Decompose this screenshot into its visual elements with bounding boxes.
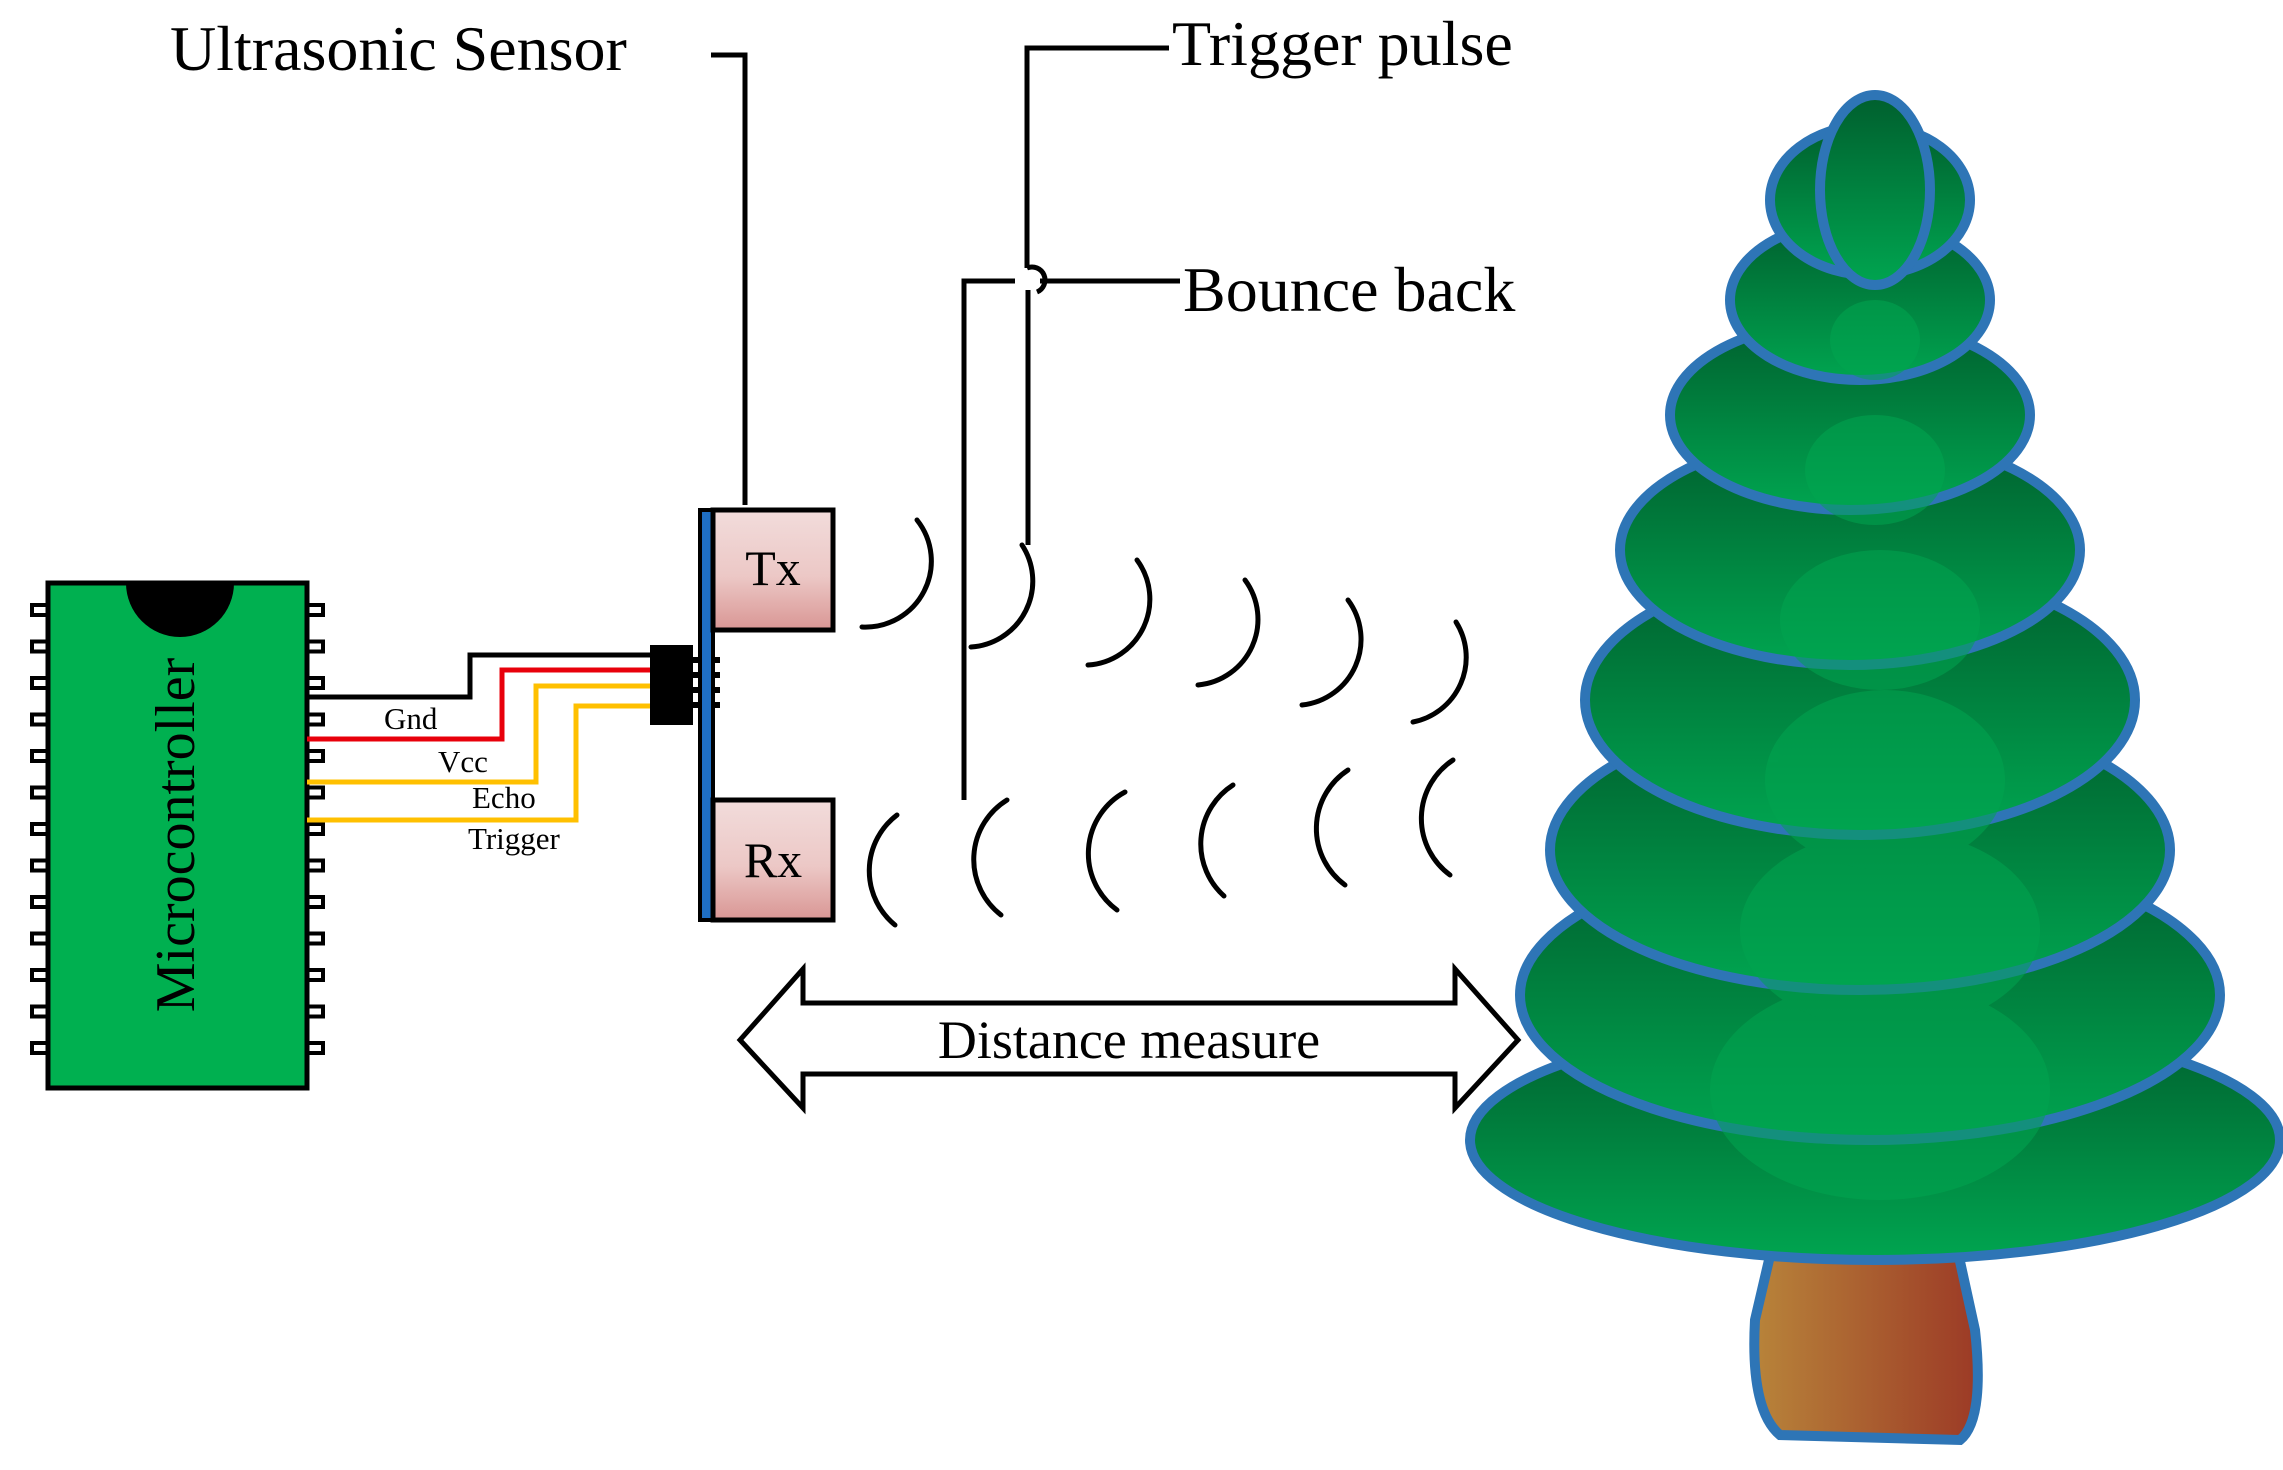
microcontroller: Microcontroller — [30, 580, 325, 1091]
tree-highlights — [1710, 300, 2050, 1200]
rx-wave-2 — [971, 797, 1010, 918]
sensor-board — [698, 508, 715, 922]
tx-wave-1 — [859, 517, 934, 630]
tx-wave-2 — [968, 542, 1036, 650]
wire-gnd — [307, 652, 650, 700]
rx-wave-1 — [866, 812, 900, 928]
ultrasonic-sensor-leader — [711, 52, 748, 505]
rx-transducer — [710, 797, 836, 923]
tx-wave-6 — [1410, 619, 1469, 725]
ultrasonic-sensor: Tx Rx — [650, 507, 836, 923]
tx-wave-4 — [1195, 577, 1261, 688]
trigger-pulse-leader — [1024, 45, 1169, 268]
wire-trigger — [307, 703, 650, 823]
wire-vcc — [307, 667, 650, 742]
reflected-waves — [866, 757, 1456, 928]
distance-arrow-shape — [736, 962, 1522, 1115]
transmitted-waves — [859, 517, 1469, 725]
rx-wave-4 — [1198, 782, 1236, 899]
wire-label-trigger: Trigger — [468, 821, 561, 856]
rx-label: Rx — [744, 832, 802, 888]
sensor-header-pins — [650, 645, 720, 725]
distance-measure-label: Distance measure — [938, 1010, 1320, 1070]
wire-label-vcc: Vcc — [438, 744, 488, 779]
bounce-back-leader-left — [961, 278, 1015, 800]
tx-label: Tx — [745, 540, 801, 596]
tx-wave-3 — [1085, 557, 1153, 668]
rx-wave-6 — [1418, 757, 1456, 878]
bounce-back-label: Bounce back — [1183, 254, 1515, 325]
microcontroller-notch — [126, 583, 234, 637]
microcontroller-label: Microcontroller — [145, 657, 207, 1012]
pine-tree-icon — [1465, 90, 2283, 1446]
rx-wave-5 — [1313, 767, 1351, 888]
trigger-pulse-leader-hop — [1026, 264, 1048, 295]
trigger-pulse-label: Trigger pulse — [1172, 8, 1513, 79]
rx-wave-3 — [1085, 789, 1128, 913]
ultrasonic-sensor-label: Ultrasonic Sensor — [170, 13, 627, 84]
wires: Gnd Vcc Echo Trigger — [307, 652, 650, 856]
tx-transducer — [710, 507, 836, 633]
distance-arrow-icon: Distance measure — [736, 962, 1522, 1115]
wire-label-echo: Echo — [472, 780, 536, 815]
callouts: Ultrasonic Sensor Trigger pulse Bounce b… — [170, 8, 1515, 800]
microcontroller-body — [45, 580, 310, 1091]
wire-echo — [307, 683, 650, 785]
tx-wave-5 — [1299, 597, 1364, 708]
wire-label-gnd: Gnd — [384, 701, 438, 736]
